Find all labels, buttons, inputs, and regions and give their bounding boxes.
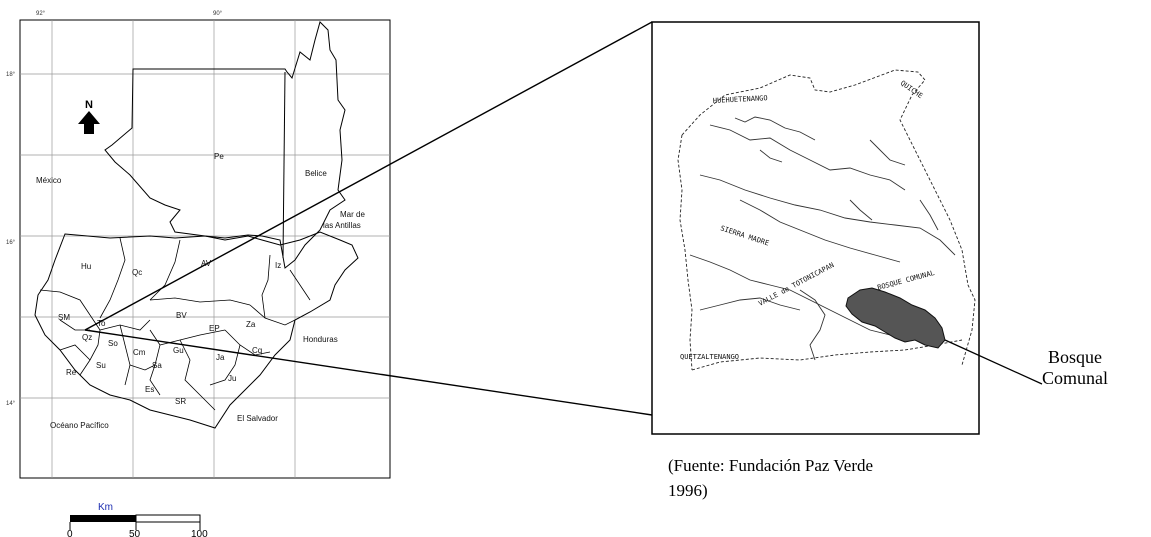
department-borders — [39, 237, 311, 411]
bosque-comunal-area — [845, 287, 946, 349]
coord-left-16: 16° — [6, 240, 16, 246]
label-mar-2: las Antillas — [323, 221, 361, 230]
label-dept-Es: Es — [145, 385, 154, 394]
label-honduras: Honduras — [303, 335, 338, 344]
coord-left-18: 18° — [6, 72, 16, 78]
label-belice: Belice — [305, 169, 327, 178]
scale-tick-100: 100 — [191, 529, 208, 537]
detail-contours — [689, 116, 956, 361]
label-dept-SM: SM — [58, 313, 70, 322]
label-dept-So: So — [108, 339, 118, 348]
label-dept-Za: Za — [246, 320, 256, 329]
label-dept-Ju: Ju — [228, 374, 236, 383]
zoom-connector-lines — [84, 21, 653, 416]
scale-tick-50: 50 — [129, 529, 141, 537]
source-line2: 1996) — [668, 481, 708, 500]
label-dept-EP: EP — [209, 324, 220, 333]
label-dept-Gu: Gu — [173, 346, 184, 355]
label-dept-Qz: Qz — [82, 333, 92, 342]
label-dept-Sa: Sa — [152, 361, 162, 370]
label-dept-To: To — [97, 319, 106, 328]
source-line1: (Fuente: Fundación Paz Verde — [668, 456, 873, 475]
label-mar-1: Mar de — [340, 210, 365, 219]
scale-unit: Km — [98, 502, 113, 513]
label-dept-Re: Re — [66, 368, 77, 377]
label-dept-Su: Su — [96, 361, 106, 370]
label-dept-Ja: Ja — [216, 353, 225, 362]
annotation-line1: Bosque — [1048, 347, 1102, 367]
scale-segment-light — [135, 514, 201, 523]
annotation-line2: Comunal — [1042, 368, 1108, 388]
coord-top-90: 90° — [213, 11, 223, 17]
detail-map: HUEHUETENANGO QUICHE SIERRA MADRE VALLE … — [651, 21, 980, 435]
scale-segment-dark — [70, 515, 136, 522]
label-dept-Cq: Cq — [252, 346, 262, 355]
overview-map-frame — [19, 19, 391, 479]
scale-bar: Km 0 50 100 — [67, 502, 208, 537]
label-dept-Iz: Iz — [275, 261, 281, 270]
north-arrow-icon — [78, 111, 100, 134]
belize-border — [282, 71, 286, 259]
label-huehuetenango: HUEHUETENANGO — [713, 94, 768, 105]
label-dept-Qc: Qc — [132, 268, 142, 277]
label-mexico: México — [36, 176, 62, 185]
southern-outline — [34, 231, 359, 429]
label-quetzaltenango: QUETZALTENANGO — [680, 353, 739, 361]
label-el-salvador: El Salvador — [237, 414, 278, 423]
label-dept-Hu: Hu — [81, 262, 91, 271]
label-dept-Cm: Cm — [133, 348, 146, 357]
label-dept-SR: SR — [175, 397, 186, 406]
label-dept-Pe: Pe — [214, 152, 224, 161]
peten-outline — [104, 21, 346, 269]
label-oceano: Océano Pacífico — [50, 421, 109, 430]
north-label: N — [85, 99, 93, 111]
detail-boundaries — [677, 69, 976, 371]
coord-left-14: 14° — [6, 401, 16, 407]
annotation-pointer-line — [944, 339, 1043, 385]
scale-tick-0: 0 — [67, 529, 73, 537]
detail-map-frame — [651, 21, 980, 435]
overview-map: 92° 90° 18° 16° 14° N — [6, 11, 391, 537]
label-dept-BV: BV — [176, 311, 187, 320]
coord-top-92: 92° — [36, 11, 46, 17]
